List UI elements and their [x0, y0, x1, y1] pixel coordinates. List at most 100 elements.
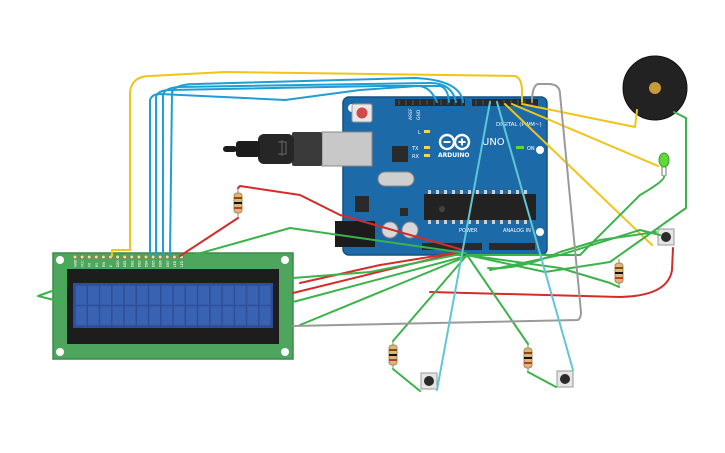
wire-blue[interactable] [149, 85, 438, 257]
usb-cable[interactable] [223, 132, 322, 166]
lcd-pin-label: LED [180, 260, 184, 267]
wire-green[interactable] [37, 255, 67, 304]
lcd-char-cell [259, 285, 271, 305]
wire-green[interactable] [392, 368, 421, 392]
tx-led [424, 146, 430, 149]
lcd-pin-label: DB4 [145, 260, 149, 267]
wire-teal[interactable] [436, 101, 491, 391]
wire-red[interactable] [299, 251, 461, 284]
green-led[interactable] [658, 152, 670, 176]
lcd-pin[interactable] [157, 254, 163, 260]
lcd-pin[interactable] [115, 254, 121, 260]
wire-red[interactable] [429, 247, 674, 298]
resistor[interactable] [388, 341, 398, 369]
wire-gray[interactable] [292, 83, 582, 327]
lcd-pin[interactable] [150, 254, 156, 260]
rx-led [424, 154, 430, 157]
lcd-pin[interactable] [93, 254, 99, 260]
lcd-pin-label: E [109, 265, 113, 267]
wire-yellow[interactable] [521, 103, 638, 128]
lcd-pin-label: DB2 [130, 260, 134, 267]
wire-blue[interactable] [169, 77, 464, 257]
lcd-char-cell [186, 306, 197, 326]
wire-green[interactable] [189, 227, 466, 257]
lcd-pin[interactable] [171, 254, 177, 260]
lcd-pin[interactable] [129, 254, 135, 260]
lcd-char-cell [100, 285, 111, 305]
lcd-pin[interactable] [164, 254, 170, 260]
lcd-char-cell [137, 306, 148, 326]
arduino-uno-board[interactable]: DIGITAL (PWM~) AREF GND L TX RX ON ARDUI… [321, 96, 548, 256]
crystal-oscillator [377, 171, 415, 187]
lcd-char-cell [222, 306, 234, 326]
wire-yellow[interactable] [504, 103, 653, 246]
lcd-char-cell [186, 285, 197, 305]
arduino-brand-label: ARDUINO [438, 152, 469, 159]
lcd-char-cell [235, 285, 246, 305]
wire-yellow[interactable] [111, 71, 523, 257]
usb-chip [392, 146, 408, 162]
resistor[interactable] [233, 189, 243, 217]
lcd-pin[interactable] [79, 254, 85, 260]
wire-green[interactable] [299, 254, 471, 326]
digital-header-right [472, 99, 538, 106]
piezo-buzzer[interactable] [622, 55, 688, 121]
lcd-char-cell [75, 285, 87, 305]
reset-button-cap [356, 107, 368, 119]
lcd-char-cell [124, 306, 136, 326]
wire-green[interactable] [487, 231, 657, 270]
resistor[interactable] [523, 344, 533, 372]
analog-header [489, 243, 535, 250]
mount-hole [536, 228, 544, 236]
push-button[interactable] [657, 228, 675, 246]
wire-green[interactable] [466, 111, 687, 273]
resistor[interactable] [614, 259, 624, 287]
mount-hole [56, 348, 64, 356]
lcd-pin-label: DB5 [152, 260, 156, 267]
lcd-char-cell [124, 285, 136, 305]
power-jack[interactable] [335, 221, 375, 247]
lcd-pin[interactable] [86, 254, 92, 260]
l-led [424, 130, 430, 133]
lcd-pin[interactable] [122, 254, 128, 260]
wire-yellow[interactable] [511, 103, 659, 167]
wire-teal[interactable] [496, 101, 574, 371]
arduino-logo [438, 133, 471, 151]
lcd-char-cell [247, 306, 258, 326]
lcd-pin[interactable] [100, 254, 106, 260]
wire-red[interactable] [179, 217, 239, 257]
aref-label: AREF [408, 108, 414, 120]
wire-red[interactable] [237, 185, 464, 251]
lcd-pin[interactable] [136, 254, 142, 260]
usb-port[interactable] [321, 131, 373, 167]
digital-pwm-label: DIGITAL (PWM~) [496, 122, 542, 128]
push-button[interactable] [420, 372, 438, 390]
lcd-char-cell [88, 306, 99, 326]
analog-header-label: ANALOG IN [503, 228, 531, 234]
lcd-char-cell [222, 285, 234, 305]
lcd-char-cell [112, 306, 124, 326]
wire-green[interactable] [466, 254, 529, 345]
lcd-pin-label: DB7 [166, 260, 170, 267]
lcd-pin[interactable] [72, 254, 78, 260]
lcd-char-cell [247, 285, 258, 305]
mount-hole [56, 256, 64, 264]
l-led-label: L [418, 130, 421, 136]
digital-header-left [395, 99, 465, 106]
tx-label: TX [411, 146, 419, 152]
wire-green[interactable] [292, 252, 467, 279]
lcd-char-cell [137, 285, 148, 305]
push-button[interactable] [556, 370, 574, 388]
lcd-char-cell [259, 306, 271, 326]
lcd-char-cell [100, 306, 111, 326]
rx-label: RX [412, 154, 419, 160]
lcd-pin-label: DB0 [116, 260, 120, 267]
wire-green[interactable] [466, 254, 620, 288]
wire-green[interactable] [527, 371, 557, 388]
lcd-char-cell [161, 306, 173, 326]
wire-green[interactable] [392, 254, 468, 342]
wire-blue[interactable] [155, 85, 450, 257]
lcd-pin[interactable] [143, 254, 149, 260]
